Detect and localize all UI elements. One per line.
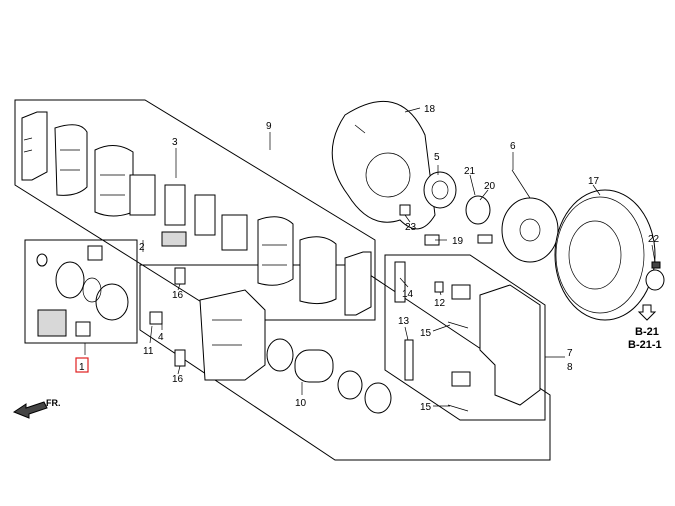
- callout-22[interactable]: 22: [648, 234, 660, 245]
- callout-15a[interactable]: 15: [420, 328, 432, 339]
- callout-15b[interactable]: 15: [420, 402, 432, 413]
- callout-3[interactable]: 3: [172, 137, 178, 148]
- callout-12[interactable]: 12: [434, 298, 446, 309]
- callout-7[interactable]: 7: [567, 348, 573, 359]
- reference-b21[interactable]: B-21: [635, 326, 659, 338]
- callout-16b[interactable]: 16: [172, 374, 184, 385]
- reference-block: B-21 B-21-1: [628, 304, 662, 351]
- callout-16a[interactable]: 16: [172, 290, 184, 301]
- callout-2[interactable]: 2: [139, 242, 145, 253]
- callout-21[interactable]: 21: [464, 166, 476, 177]
- down-arrow-icon: [637, 304, 657, 321]
- callout-23[interactable]: 23: [405, 222, 417, 233]
- brake-pads-group: [21, 111, 372, 316]
- leader-lines: [84, 107, 656, 407]
- seal-kit-parts: [36, 245, 129, 337]
- callout-5[interactable]: 5: [434, 152, 440, 163]
- callout-14[interactable]: 14: [402, 289, 414, 300]
- callout-1[interactable]: 1: [79, 362, 85, 373]
- callout-19[interactable]: 19: [452, 236, 464, 247]
- callout-9[interactable]: 9: [266, 121, 272, 132]
- callout-4[interactable]: 4: [158, 332, 164, 343]
- reference-b21-1: B-21-1: [628, 339, 662, 351]
- disc-rotor: [554, 189, 665, 321]
- bracket-group: [394, 261, 541, 412]
- front-label: FR.: [46, 398, 61, 408]
- callout-6[interactable]: 6: [510, 141, 516, 152]
- dust-shield: [331, 100, 436, 230]
- callout-20[interactable]: 20: [484, 181, 496, 192]
- callout-11[interactable]: 11: [143, 346, 154, 357]
- callout-13[interactable]: 13: [398, 316, 410, 327]
- callout-labels: 1 2 3 4 5 6 7 8 9 10 11 12 13 14 15 15 1…: [75, 104, 660, 413]
- caliper-group: [149, 267, 392, 414]
- callout-18[interactable]: 18: [424, 104, 436, 115]
- hub-assembly: [399, 171, 559, 263]
- callout-8[interactable]: 8: [567, 362, 573, 373]
- callout-17[interactable]: 17: [588, 176, 600, 187]
- front-arrow-icon: [12, 401, 48, 419]
- front-direction-indicator: FR.: [12, 398, 61, 419]
- callout-1-highlight: [75, 357, 89, 373]
- callout-10[interactable]: 10: [295, 398, 307, 409]
